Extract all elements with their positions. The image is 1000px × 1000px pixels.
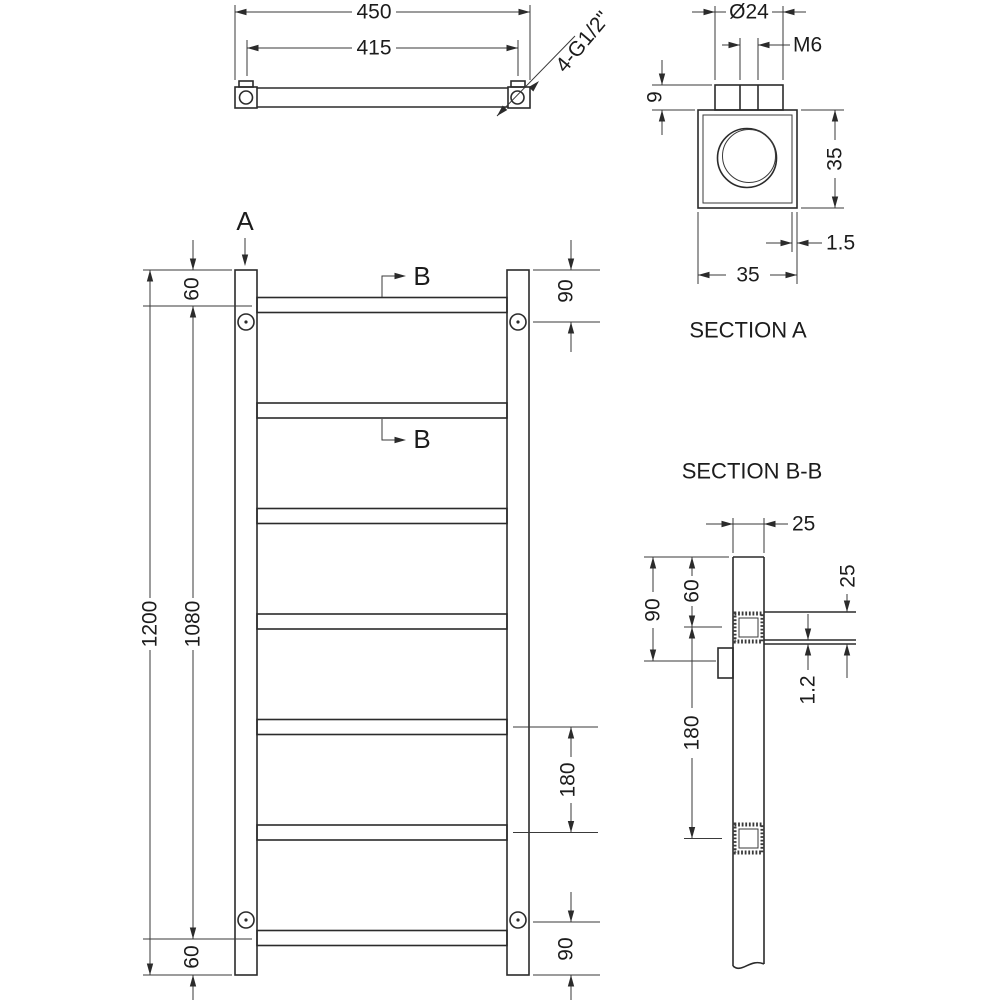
top-view: 450 415 4-G1/2" (234, 1, 615, 119)
left-connection-hole (238, 90, 254, 105)
right-connection-hole (510, 90, 525, 105)
cut-label-b-bottom-text: B (413, 424, 430, 454)
thread-note-label: 4-G1/2" (551, 7, 615, 77)
dim-block-height: 35 (801, 109, 847, 209)
dim-stub-diameter-label: Ø24 (729, 1, 769, 24)
front-view: A B B 1200 (139, 206, 600, 1000)
section-a-block-outline (697, 84, 798, 209)
top-view-rail-outline (234, 80, 531, 109)
dim-overall-height-label: 1200 (139, 601, 162, 648)
section-bb-caption: SECTION B-B (682, 459, 823, 484)
dim-bottom-rung-offset-label: 60 (181, 945, 204, 968)
dim-block-height-label: 35 (824, 147, 847, 170)
rung-1 (256, 296, 508, 314)
dim-rung-pitch-section-label: 180 (681, 715, 704, 750)
front-view-rail-outline (234, 269, 530, 976)
rung-3 (256, 507, 508, 525)
dim-rung-offset-label: 60 (681, 579, 704, 602)
cut-label-a: A (236, 206, 254, 266)
right-post (506, 269, 530, 976)
dim-bracket-offset: 90 (642, 557, 665, 661)
pipe-bore-circle (716, 127, 778, 189)
dim-block-width-label: 35 (736, 264, 759, 287)
bracket-section (717, 647, 734, 679)
dim-rung-span: 1080 (182, 306, 205, 939)
dim-rung-pitch-section: 180 (681, 627, 704, 839)
dim-rung-offset: 60 (681, 557, 704, 627)
section-a-caption: SECTION A (689, 318, 807, 343)
dim-rung-pitch-front-label: 180 (557, 762, 580, 797)
dim-bracket-bottom-label: 90 (555, 937, 578, 960)
rung-5 (256, 718, 508, 736)
dim-overall-width: 450 (234, 1, 531, 80)
rung-2 (256, 402, 508, 419)
dim-rung-span-label: 1080 (182, 601, 205, 648)
section-a-view: Ø24 M6 9 35 (644, 1, 856, 343)
left-post (234, 269, 258, 976)
dim-rung-pitch-front: 180 (557, 727, 580, 833)
rung-section-upper (732, 611, 765, 644)
dim-rung-wall-label: 1.2 (797, 675, 820, 704)
section-bb-outline (717, 556, 856, 970)
dim-block-width: 35 (697, 212, 798, 287)
dim-rung-size: 25 (837, 564, 860, 678)
dim-wall-thickness-label: 1.5 (826, 232, 855, 255)
rung-section-lower (732, 822, 765, 855)
dim-stub-height-label: 9 (644, 91, 667, 103)
break-line (732, 961, 765, 970)
dim-thread: M6 (722, 34, 822, 80)
dim-thread-label: M6 (793, 34, 822, 57)
dim-top-rung-offset-label: 60 (181, 277, 204, 300)
dim-overall-width-label: 450 (356, 1, 391, 24)
dim-bracket-bottom: 90 (555, 892, 578, 1000)
dim-bottom-rung-offset: 60 (181, 945, 204, 1000)
dim-connection-spacing: 415 (246, 37, 519, 76)
rung-7 (256, 929, 508, 947)
cut-label-b-top: B (381, 261, 431, 297)
section-bb-view: SECTION B-B 25 (642, 459, 860, 970)
cut-label-b-bottom: B (381, 419, 431, 454)
dim-post-width: 25 (706, 513, 815, 553)
dim-bracket-top: 90 (555, 240, 578, 352)
dim-bracket-top-label: 90 (555, 279, 578, 302)
dim-rung-wall: 1.2 (797, 614, 820, 705)
dim-post-width-label: 25 (792, 513, 815, 536)
cut-label-b-top-text: B (413, 261, 430, 291)
cut-label-a-text: A (236, 206, 254, 236)
dim-overall-height: 1200 (139, 270, 162, 975)
dim-stub-diameter: Ø24 (692, 1, 806, 80)
rung-4 (256, 613, 508, 630)
dim-bracket-offset-label: 90 (642, 598, 665, 621)
dim-rung-size-label: 25 (837, 564, 860, 587)
dim-stub-height: 9 (644, 60, 712, 135)
dim-wall-thickness: 1.5 (766, 212, 855, 255)
dim-connection-spacing-label: 415 (356, 37, 391, 60)
dim-top-rung-offset: 60 (181, 240, 204, 301)
wall-brackets (237, 313, 527, 929)
pipe-bore-inner-circle (722, 129, 776, 183)
rung-6 (256, 824, 508, 841)
